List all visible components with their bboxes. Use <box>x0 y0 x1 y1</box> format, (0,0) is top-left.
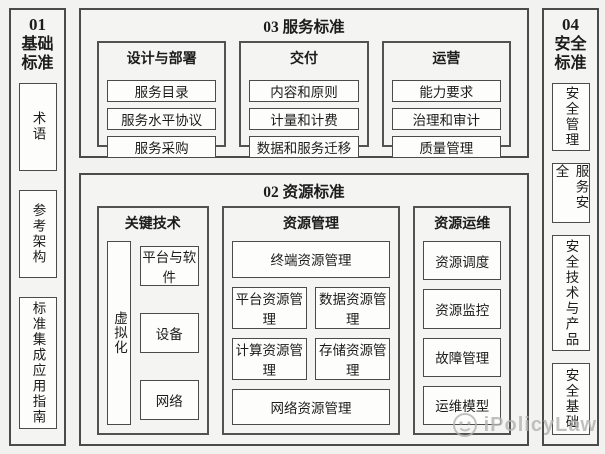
delivery-item-content-principles: 内容和原则 <box>249 80 359 102</box>
group-resource-operations-header: 资源运维 <box>434 217 491 232</box>
group-resource-management: 资源管理 终端资源管理 平台资源管理 数据资源管理 计算资源管理 存储资源管理 <box>221 206 401 435</box>
group-operation-header: 运营 <box>432 52 461 67</box>
operation-item-capability: 能力要求 <box>391 80 501 102</box>
resource-groups-row: 关键技术 虚拟化 平台与软件 设备 网络 资源管理 终端资源管 <box>97 206 511 435</box>
keytech-item-equipment: 设备 <box>140 313 199 353</box>
column-security-standards: 04 安全标准 安全管理 服务安全 安全技术与产品 安全基础 <box>542 8 599 446</box>
resource-management-body: 终端资源管理 平台资源管理 数据资源管理 计算资源管理 存储资源管理 网络资源管… <box>231 239 391 425</box>
column-basic-standards: 01 基础标准 术语 参考架构 标准集成应用指南 <box>9 8 66 446</box>
security-standards-number: 04 <box>562 15 579 34</box>
section-resource-standards: 02 资源标准 关键技术 虚拟化 平台与软件 设备 网络 资源管理 <box>79 173 529 446</box>
mgmt-item-platform: 平台资源管理 <box>231 286 307 329</box>
management-row-compute-storage: 计算资源管理 存储资源管理 <box>231 337 391 380</box>
group-design-deployment: 设计与部署 服务目录 服务水平协议 服务采购 <box>97 41 227 158</box>
keytech-item-virtualization: 虚拟化 <box>107 241 131 425</box>
ops-item-ops-model: 运维模型 <box>423 385 501 425</box>
group-delivery: 交付 内容和原则 计量和计费 数据和服务迁移 <box>239 41 369 158</box>
mgmt-item-data: 数据资源管理 <box>314 286 391 329</box>
ops-item-fault-management: 故障管理 <box>423 337 501 377</box>
group-resource-operations: 资源运维 资源调度 资源监控 故障管理 运维模型 <box>413 206 511 435</box>
service-item-sla: 服务水平协议 <box>107 108 217 130</box>
security-item-tech-products: 安全技术与产品 <box>551 234 590 351</box>
group-operation: 运营 能力要求 治理和审计 质量管理 <box>381 41 511 158</box>
operation-item-quality: 质量管理 <box>391 136 501 158</box>
operation-item-governance-audit: 治理和审计 <box>391 108 501 130</box>
security-item-foundation: 安全基础 <box>551 362 590 435</box>
basic-standards-title: 基础标准 <box>21 35 54 72</box>
keytech-item-network: 网络 <box>140 380 199 420</box>
basic-item-integration-guide: 标准集成应用指南 <box>18 296 57 429</box>
group-key-technology-header: 关键技术 <box>124 217 181 232</box>
resource-standards-title: 02 资源标准 <box>263 184 345 201</box>
service-standards-title: 03 服务标准 <box>263 19 345 36</box>
group-design-deployment-header: 设计与部署 <box>126 52 197 67</box>
key-technology-body: 虚拟化 平台与软件 设备 网络 <box>107 239 199 425</box>
mgmt-item-terminal: 终端资源管理 <box>231 241 391 278</box>
keytech-item-list: 平台与软件 设备 网络 <box>140 241 199 425</box>
mgmt-item-storage: 存储资源管理 <box>314 337 391 380</box>
security-item-management: 安全管理 <box>551 82 590 151</box>
group-key-technology: 关键技术 虚拟化 平台与软件 设备 网络 <box>97 206 209 435</box>
security-standards-title: 安全标准 <box>554 35 587 72</box>
basic-item-reference-architecture: 参考架构 <box>18 189 57 278</box>
section-service-standards: 03 服务标准 设计与部署 服务目录 服务水平协议 服务采购 交付 内容和原则 … <box>79 8 529 158</box>
service-groups-row: 设计与部署 服务目录 服务水平协议 服务采购 交付 内容和原则 计量和计费 数据… <box>97 41 511 158</box>
ops-item-monitoring: 资源监控 <box>423 289 501 329</box>
basic-standards-number: 01 <box>29 15 46 34</box>
delivery-item-data-migration: 数据和服务迁移 <box>249 136 359 158</box>
mgmt-item-compute: 计算资源管理 <box>231 337 307 380</box>
service-item-procurement: 服务采购 <box>107 136 217 158</box>
management-row-terminal: 终端资源管理 <box>231 241 391 278</box>
service-item-catalog: 服务目录 <box>107 80 217 102</box>
ops-item-scheduling: 资源调度 <box>423 241 501 281</box>
center-sections: 03 服务标准 设计与部署 服务目录 服务水平协议 服务采购 交付 内容和原则 … <box>79 8 529 446</box>
basic-item-terminology: 术语 <box>18 82 57 171</box>
group-resource-management-header: 资源管理 <box>282 217 339 232</box>
delivery-item-metering-billing: 计量和计费 <box>249 108 359 130</box>
mgmt-item-network: 网络资源管理 <box>231 388 391 425</box>
keytech-item-platform-software: 平台与软件 <box>140 246 199 286</box>
management-row-network: 网络资源管理 <box>231 388 391 425</box>
resource-operations-body: 资源调度 资源监控 故障管理 运维模型 <box>423 239 501 425</box>
security-item-service-security: 服务安全 <box>551 162 590 223</box>
group-delivery-header: 交付 <box>289 52 318 67</box>
management-row-platform-data: 平台资源管理 数据资源管理 <box>231 286 391 329</box>
